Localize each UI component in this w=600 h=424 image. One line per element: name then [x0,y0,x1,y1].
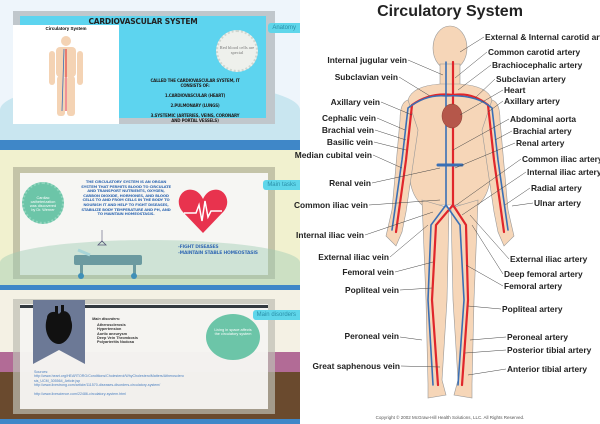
label-subclavian-vein: Subclavian vein [334,72,398,82]
list-item: 2.Pulmonary (lungs) [170,103,220,108]
label-internal-iliac-vein: Internal iliac vein [296,230,364,240]
slide-cardiovascular[interactable]: Cardiovascular System Circulatory System… [0,0,300,145]
slide-content: Called the cardiovascular system, it con… [150,78,240,123]
thumbnail-title: Circulatory System [45,26,87,31]
slide-title: Cardiovascular System [88,17,198,26]
label-ulnar-artery: Ulnar artery [534,198,582,208]
sources-label: Sources: [34,370,49,374]
label-heart: Heart [504,85,526,95]
fact-badge: Living in space affects the circulatory … [206,314,260,360]
label-abdominal-aorta: Abdominal aorta [510,114,577,124]
tag-anatomy[interactable]: Anatomy [268,23,300,33]
description-text: The circulatory system is an organ syste… [81,179,171,217]
label-anterior-tibial-artery: Anterior tibial artery [507,364,588,374]
slide-divider-top [0,145,300,150]
label-brachiocephalic-artery: Brachiocephalic artery [492,60,583,70]
label-renal-vein: Renal vein [329,178,371,188]
copyright-notice: Copyright © 2002 McGraw-Hill Health Solu… [375,415,525,420]
card-top-rule [20,305,268,308]
label-peroneal-vein: Peroneal vein [344,331,399,341]
label-internal-jugular-vein: Internal jugular vein [327,55,407,65]
list-item: Polyarteritis Nodosa [97,340,134,345]
fact-badge: Cardiac catheterization was discovered b… [22,182,64,224]
heart-pulse-icon [178,189,228,233]
list-item: 3.Systemic (arteries, veins, coronary an… [150,113,240,123]
source-link[interactable]: http://www.heart.org/HEARTORG/Conditions… [34,374,184,383]
label-carotid-artery: External & Internal carotid artery [485,32,600,42]
slide-main-disorders[interactable]: Main disorders: Atherosclerosis Hyperten… [0,290,300,424]
fact-badge: Red blood cells are special [216,30,258,72]
tag-main-tasks[interactable]: Main tasks [263,180,300,190]
label-axillary-artery: Axillary artery [504,96,560,106]
hospital-bed-icon [74,230,142,279]
list-item: Atherosclerosis [97,323,126,327]
source-link[interactable]: http://www.livescience.com/22486-circula… [34,392,126,397]
background-hills [0,240,300,285]
sources: Sources: http://www.heart.org/HEARTORG/C… [34,370,184,396]
disorders-heading: Main disorders: [92,317,121,321]
label-external-iliac-artery: External iliac artery [510,254,588,264]
disorders-list: Atherosclerosis Hypertension Aortic aneu… [97,323,138,344]
label-deep-femoral-artery: Deep femoral artery [504,269,583,279]
label-popliteal-artery: Popliteal artery [502,304,563,314]
tag-main-disorders[interactable]: Main disorders [252,310,300,320]
slide-card [20,173,268,275]
label-internal-iliac-artery: Internal iliac artery [527,167,600,177]
list-item: Hypertension [97,327,122,332]
label-radial-artery: Radial artery [531,183,582,193]
label-basilic-vein: Basilic vein [326,137,373,147]
heart-bookmark-icon [33,300,85,364]
slide-divider [0,140,300,145]
intro-text: Called the cardiovascular system, it con… [150,78,240,88]
list-item: -Maintain stable homeostasis [178,250,258,256]
circulatory-diagram: Circulatory System [294,0,600,424]
heart-icon [441,103,463,129]
label-femoral-vein: Femoral vein [342,267,394,277]
list-item: Deep Vein Thrombosis [97,335,138,340]
label-common-iliac-artery: Common iliac artery [522,154,600,164]
body-illustration [364,25,534,399]
label-renal-artery: Renal artery [516,138,565,148]
slide-main-tasks[interactable]: Cardiac catheterization was discovered b… [0,145,300,290]
label-common-carotid-artery: Common carotid artery [488,47,581,57]
thumbnail-body-icon [49,36,83,116]
slide-divider [0,419,300,424]
task-list: -Fight diseases -Maintain stable homeost… [178,245,258,256]
label-median-cubital-vein: Median cubital vein [294,150,372,160]
thumbnail-diagram: Circulatory System [13,25,119,124]
list-item: 1.Cardiovascular (heart) [164,93,226,98]
label-common-iliac-vein: Common iliac vein [294,200,368,210]
label-brachial-artery: Brachial artery [513,126,572,136]
list-item: -Fight diseases [178,245,219,250]
diagram-title: Circulatory System [377,3,523,20]
list-item: Aortic aneurysm [97,331,127,336]
label-subclavian-artery: Subclavian artery [496,74,566,84]
label-femoral-artery: Femoral artery [504,281,563,291]
source-link[interactable]: http://www.livestrong.com/article/111570… [34,383,161,388]
label-brachial-vein: Brachial vein [321,125,374,135]
label-axillary-vein: Axillary vein [330,97,380,107]
slide-divider [0,285,300,290]
label-peroneal-artery: Peroneal artery [507,332,568,342]
label-posterior-tibial-artery: Posterior tibial artery [507,345,592,355]
label-popliteal-vein: Popliteal vein [345,285,399,295]
label-great-saphenous-vein: Great saphenous vein [312,361,401,371]
label-external-iliac-vein: External iliac vein [318,252,389,262]
label-cephalic-vein: Cephalic vein [322,113,376,123]
